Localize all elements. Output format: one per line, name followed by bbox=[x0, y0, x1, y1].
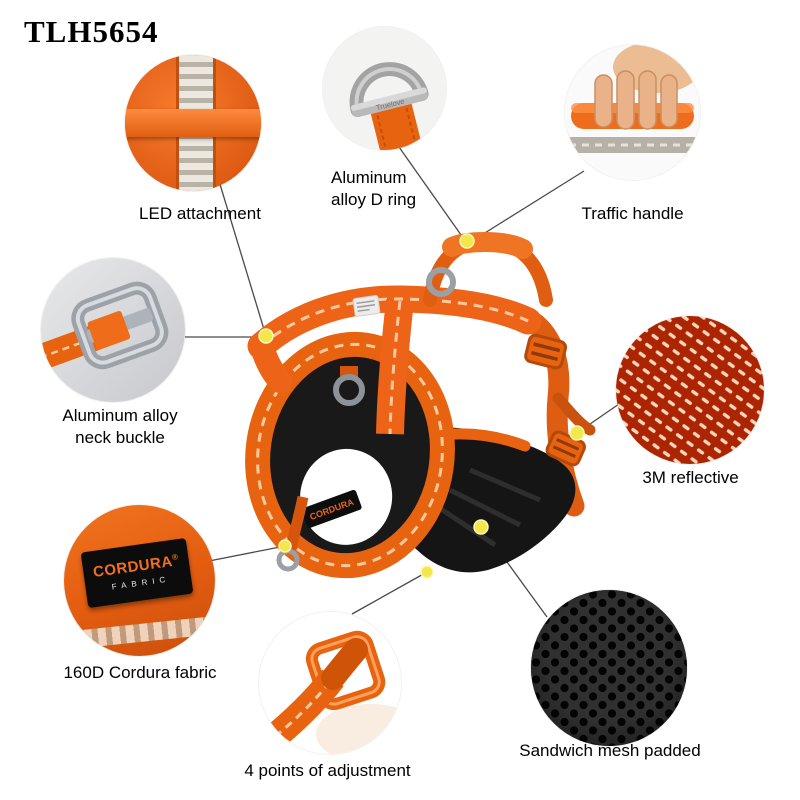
connector-line-cordura bbox=[208, 545, 286, 562]
feature-dot-reflective bbox=[569, 425, 585, 441]
adjustment-buckle-photo bbox=[259, 612, 401, 754]
mesh-padding-photo bbox=[531, 590, 687, 746]
feature-dot-mesh bbox=[473, 519, 489, 535]
adjuster-buckle-top bbox=[524, 333, 568, 370]
feature-dot-adjust bbox=[420, 565, 434, 579]
hand-fingers bbox=[594, 70, 678, 130]
chest-d-ring bbox=[333, 374, 365, 406]
reflective-strap-photo bbox=[616, 316, 764, 464]
label-traffic-handle: Traffic handle bbox=[581, 204, 684, 223]
harness-illustration: CORDURA bbox=[245, 231, 596, 579]
product-title: TLH5654 bbox=[24, 14, 159, 49]
back-webbing bbox=[565, 137, 700, 153]
connector-line-handle bbox=[471, 170, 585, 242]
cordura-brand-tag: CORDURA® FABRIC bbox=[80, 537, 194, 609]
led-loop-band bbox=[125, 109, 261, 137]
connector-lines bbox=[185, 146, 620, 618]
feature-dot-handle bbox=[459, 233, 475, 249]
traffic-handle-grip bbox=[442, 231, 533, 259]
feature-dot-neck bbox=[258, 328, 274, 344]
connector-line-led bbox=[218, 180, 267, 337]
label-aluminum-d-ring: Aluminum alloy D ring bbox=[331, 168, 417, 210]
aluminum-d-ring: Truelove bbox=[349, 62, 429, 150]
feature-dot-cordura bbox=[278, 539, 292, 553]
cordura-fabric-photo: CORDURA® FABRIC bbox=[64, 505, 215, 656]
shoulder-strap bbox=[250, 335, 292, 393]
label-3m-reflective: 3M reflective bbox=[642, 468, 739, 487]
label-led-attachment: LED attachment bbox=[139, 204, 261, 223]
label-sandwich-mesh: Sandwich mesh padded bbox=[519, 741, 701, 760]
harness-strap-end bbox=[552, 392, 596, 436]
label-neck-buckle: Aluminum alloy neck buckle bbox=[62, 406, 178, 448]
handle-d-ring bbox=[426, 267, 456, 297]
connector-line-adjust bbox=[351, 571, 428, 615]
belly-pad-sheen bbox=[433, 467, 541, 548]
traffic-handle-photo bbox=[565, 45, 700, 180]
label-cordura-fabric: 160D Cordura fabric bbox=[63, 663, 217, 682]
neck-buckle-photo bbox=[41, 258, 185, 402]
label-points-of-adjustment: 4 points of adjustment bbox=[244, 761, 411, 780]
neck-strap-reflective bbox=[260, 297, 529, 348]
feature-markers bbox=[258, 233, 585, 579]
d-ring-photo: Truelove bbox=[323, 27, 446, 150]
connector-line-dring bbox=[398, 146, 467, 243]
chest-ring-reflective bbox=[256, 342, 444, 568]
chest-strap-reflective bbox=[388, 300, 402, 435]
harness-label-patch bbox=[352, 295, 381, 317]
lower-strap bbox=[285, 495, 309, 551]
led-attachment-photo bbox=[125, 55, 261, 191]
